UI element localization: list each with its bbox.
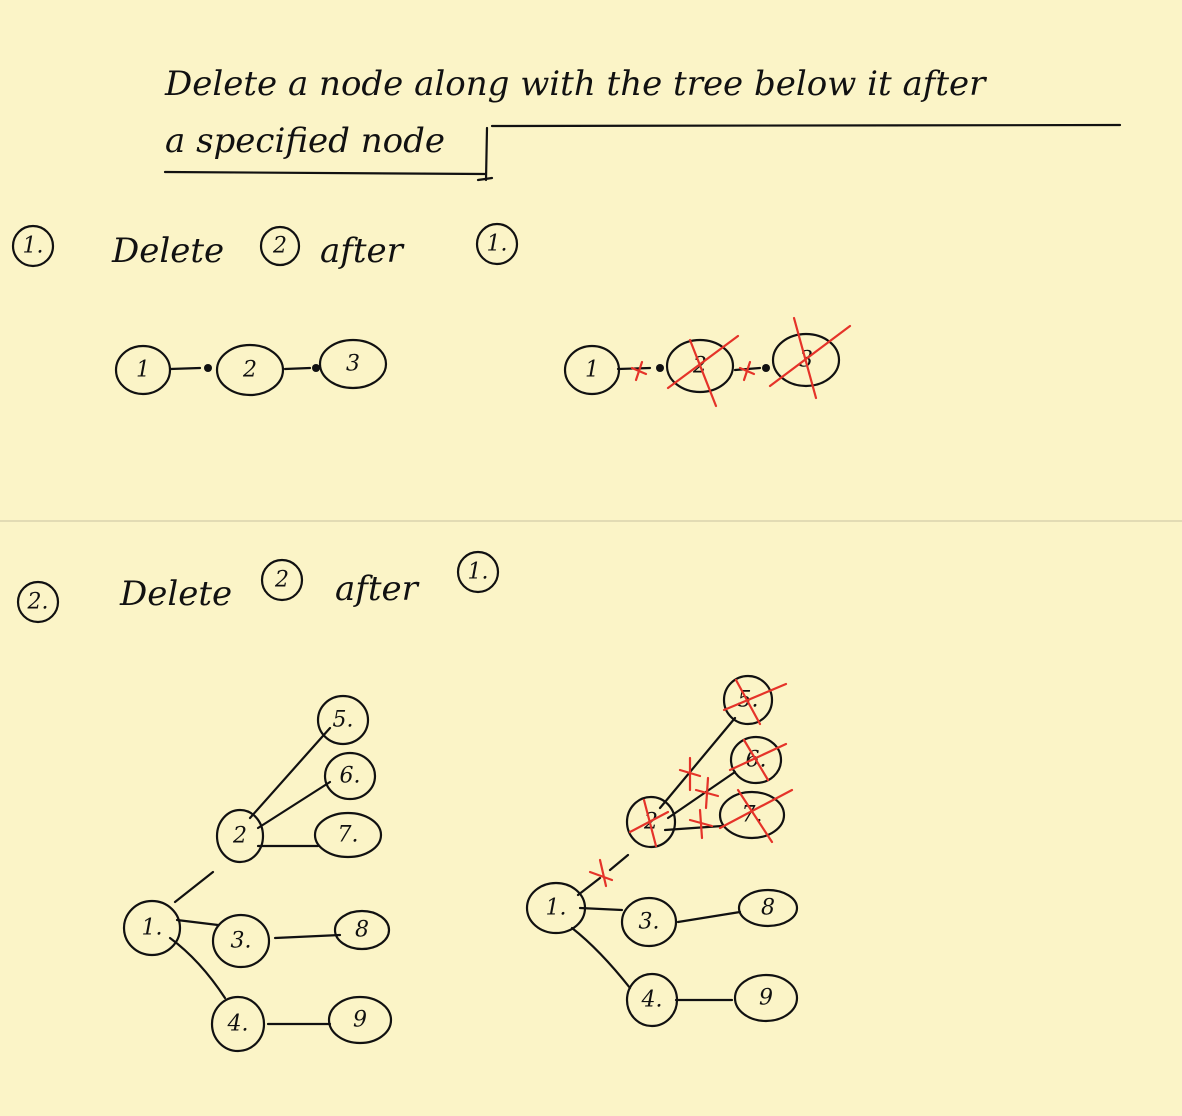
section-2-target-circle [260,558,304,602]
section-2-number: 2. [27,590,49,615]
section-2-number-circle [16,580,60,624]
delete-mark-edge [678,756,702,792]
tree-edge-2-5 [248,726,332,820]
section-2-heading-mid: after [335,569,420,609]
tree-edge-1-2 [173,870,215,904]
section-1-heading-mid: after [320,231,405,271]
delete-mark-node [768,316,852,400]
tree-edge-2-5 [658,716,737,810]
tree-node: 1. [525,881,587,935]
svg-text:1: 1 [136,358,150,383]
section-1-anchor-circle [475,222,519,266]
tree-node: 2 [215,808,265,864]
svg-text:9: 9 [759,986,773,1011]
delete-mark-link [738,360,756,382]
svg-text:2: 2 [232,824,247,849]
tree-node: 9 [733,973,799,1023]
link-2-3 [283,366,312,371]
section-1-number-circle [11,224,55,268]
list-node: 2 [215,343,285,397]
section-2-anchor-circle [456,550,500,594]
svg-text:4.: 4. [641,988,663,1013]
delete-mark-edge [694,776,720,810]
tree-edge-2-6 [256,780,332,830]
svg-text:4.: 4. [227,1012,249,1037]
tree-edge-2-6 [666,770,737,820]
section-2-tree-after: 1. 2 3. 4. 5. 6. 7. 8 [525,674,799,1028]
section-1-number: 1. [23,234,44,259]
section-2-heading-target: 2 [274,568,289,593]
tree-edge-1-3 [578,906,624,912]
svg-text:9: 9 [353,1008,367,1033]
section-1-heading-prefix: Delete [111,231,224,271]
tree-node: 6. [323,751,377,801]
tree-node: 9 [327,995,393,1045]
tree-node: 1. [122,899,182,957]
title-line-2: a specified node [165,121,445,161]
svg-text:6.: 6. [340,764,361,789]
title-underline-bottom [163,126,494,182]
delete-mark-node [728,738,788,782]
delete-mark-node [628,798,670,848]
svg-text:1.: 1. [142,916,163,941]
delete-mark-edge [688,808,714,840]
title-underline-top [490,123,1122,128]
delete-mark-node [718,788,794,844]
tree-node: 5. [316,694,370,746]
tree-edge-1-4 [570,926,632,990]
delete-mark-node [666,334,740,408]
section-2-heading-prefix: Delete [119,574,232,614]
svg-text:3.: 3. [639,910,660,935]
section-1-target-circle [259,225,301,267]
link-dot [656,364,664,372]
section-1-heading-anchor: 1. [487,232,508,257]
tree-edge-1-2 [576,853,630,897]
list-node: 1 [563,344,621,396]
svg-text:3: 3 [346,352,360,377]
title: Delete a node along with the tree below … [163,64,1122,182]
list-node: 3 [318,338,388,390]
tree-node: 4. [210,995,266,1053]
tree-node: 8 [333,909,391,951]
tree-node: 3. [620,896,678,948]
svg-text:5.: 5. [333,708,354,733]
svg-text:1: 1 [585,358,599,383]
tree-edge-1-3 [175,918,220,927]
tree-node: 4. [625,972,679,1028]
section-2-heading-anchor: 1. [468,560,489,585]
link-dot [762,364,770,372]
section-1-heading: 1. Delete 2 after 1. [11,222,519,271]
section-1-heading-target: 2 [272,234,287,259]
svg-text:8: 8 [355,918,369,943]
section-1-before-list: 1 2 3 [114,338,388,397]
svg-text:2: 2 [242,358,257,383]
tree-edge-3-8 [273,933,342,940]
svg-text:7.: 7. [338,823,359,848]
tree-edge-1-4 [168,936,227,1000]
section-1-after-list: 1 2 3 [563,316,852,408]
tree-node: 7. [313,811,383,859]
delete-mark-link [630,360,648,382]
title-line-1: Delete a node along with the tree below … [164,64,987,104]
link-1-2 [168,366,202,371]
svg-text:8: 8 [761,896,775,921]
delete-mark-node [722,678,788,726]
tree-edge-3-8 [676,910,742,924]
delete-mark-edge [588,858,614,888]
section-2-heading: 2. Delete 2 after 1. [16,550,500,624]
section-2-tree-before: 1. 2 3. 4. 5. 6. 7. 8 [122,694,393,1053]
svg-text:3.: 3. [231,929,252,954]
link-dot [204,364,212,372]
svg-text:1.: 1. [546,896,567,921]
tree-node: 8 [737,888,799,928]
list-node: 1 [114,344,172,396]
link-dot [312,364,320,372]
tree-node: 3. [211,913,271,969]
